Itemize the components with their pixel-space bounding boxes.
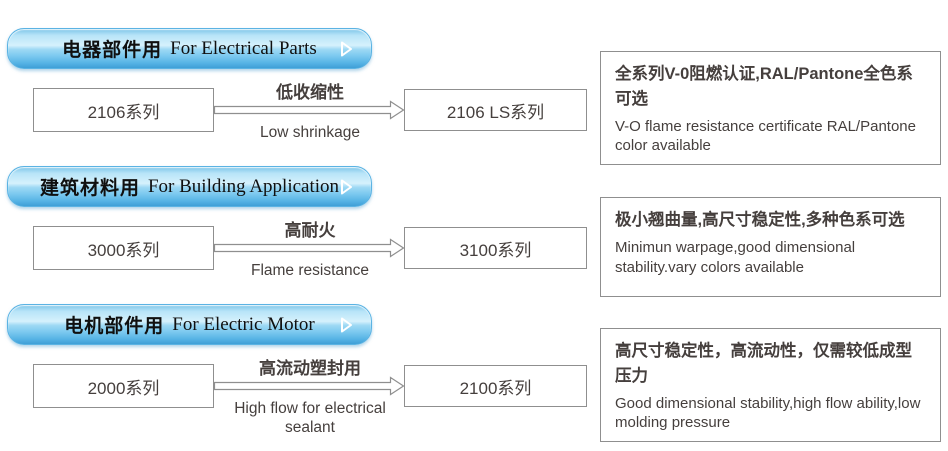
note-box: 极小翘曲量,高尺寸稳定性,多种色系可选 Minimun warpage,good… bbox=[600, 197, 941, 297]
series-box-to: 2100系列 bbox=[404, 365, 587, 407]
note-text-zh: 全系列V-0阻燃认证,RAL/Pantone全色系可选 bbox=[615, 65, 913, 108]
arrow-label-zh: 低收缩性 bbox=[276, 83, 344, 102]
flow-arrow-icon bbox=[214, 238, 405, 258]
header-electric-motor[interactable]: 电机部件用 For Electric Motor bbox=[7, 304, 372, 345]
note-text-zh: 高尺寸稳定性，高流动性，仅需较低成型压力 bbox=[615, 342, 912, 385]
flow-arrow-icon bbox=[214, 376, 405, 396]
series-box-from: 3000系列 bbox=[33, 226, 214, 270]
header-title-en: For Electrical Parts bbox=[170, 37, 317, 59]
header-electrical-parts[interactable]: 电器部件用 For Electrical Parts bbox=[7, 28, 372, 69]
arrow-label-zh: 高流动塑封用 bbox=[259, 359, 361, 378]
header-title-en: For Building Application bbox=[147, 175, 340, 197]
note-box: 全系列V-0阻燃认证,RAL/Pantone全色系可选 V-O flame re… bbox=[600, 51, 941, 166]
note-text-zh: 极小翘曲量,高尺寸稳定性,多种色系可选 bbox=[615, 211, 905, 229]
play-icon bbox=[341, 41, 352, 56]
header-building-application[interactable]: 建筑材料用 For Building Application bbox=[7, 166, 372, 207]
note-box: 高尺寸稳定性，高流动性，仅需较低成型压力 Good dimensional st… bbox=[600, 328, 941, 443]
series-box-to: 3100系列 bbox=[404, 227, 587, 269]
arrow-label-zh: 高耐火 bbox=[284, 221, 336, 240]
header-title-zh: 电器部件用 bbox=[62, 40, 163, 61]
header-title-en: For Electric Motor bbox=[172, 313, 315, 335]
header-title-zh: 电机部件用 bbox=[64, 316, 165, 337]
section-electric-motor: 电机部件用 For Electric Motor 2000系列 高流动塑封用 H… bbox=[0, 304, 948, 444]
play-icon bbox=[341, 179, 352, 194]
section-electrical-parts: 电器部件用 For Electrical Parts 2106系列 低收缩性 L… bbox=[0, 28, 948, 168]
note-text-en: Minimun warpage,good dimensional stabili… bbox=[615, 238, 856, 276]
series-box-from: 2106系列 bbox=[33, 88, 214, 132]
flow-arrow-icon bbox=[214, 100, 405, 120]
arrow-label-en: Flame resistance bbox=[250, 262, 369, 279]
section-building-application: 建筑材料用 For Building Application 3000系列 高耐… bbox=[0, 166, 948, 306]
note-text-en: Good dimensional stability,high flow abi… bbox=[615, 394, 921, 432]
arrow-label-en: Low shrinkage bbox=[260, 124, 360, 141]
note-text-en: V-O flame resistance certificate RAL/Pan… bbox=[615, 117, 916, 155]
play-icon bbox=[341, 317, 352, 332]
arrow-label-en: High flow for electrical sealant bbox=[234, 400, 386, 436]
header-title-zh: 建筑材料用 bbox=[39, 178, 140, 199]
series-box-to: 2106 LS系列 bbox=[404, 89, 587, 131]
series-box-from: 2000系列 bbox=[33, 364, 214, 408]
